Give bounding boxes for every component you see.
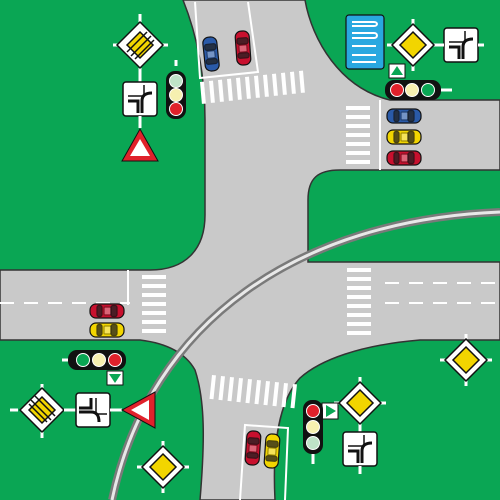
green-arrow-icon bbox=[106, 370, 124, 386]
green-arrow-icon bbox=[321, 402, 339, 420]
yield-sign-icon[interactable] bbox=[121, 116, 159, 162]
traffic-light-icon[interactable] bbox=[303, 400, 323, 464]
car-bottom-red[interactable] bbox=[244, 429, 262, 467]
car-right-blue[interactable] bbox=[386, 108, 422, 124]
end-priority-road-sign-icon[interactable] bbox=[10, 384, 66, 438]
traffic-light-icon[interactable] bbox=[165, 60, 187, 120]
lane-direction-sign-icon bbox=[345, 14, 385, 70]
crosswalk-right-bottom bbox=[347, 268, 371, 335]
crosswalk-top bbox=[200, 70, 305, 104]
traffic-light-icon[interactable] bbox=[385, 80, 452, 100]
road-layout-plate-icon bbox=[64, 391, 122, 429]
road-layout-plate-icon bbox=[121, 78, 159, 118]
road-layout-plate-icon bbox=[438, 26, 484, 64]
car-right-yellow[interactable] bbox=[386, 129, 422, 145]
road-layout-plate-icon bbox=[341, 426, 379, 474]
yield-sign-icon[interactable] bbox=[120, 391, 156, 429]
car-top-left-blue[interactable] bbox=[201, 35, 221, 73]
green-arrow-icon bbox=[388, 63, 406, 79]
traffic-light-icon[interactable] bbox=[62, 350, 126, 370]
crosswalk-bottom bbox=[209, 374, 297, 409]
car-right-red[interactable] bbox=[386, 150, 422, 166]
car-bottom-yellow[interactable] bbox=[263, 432, 281, 470]
crosswalk-left bbox=[142, 275, 166, 333]
tram-rail bbox=[108, 208, 500, 500]
crosswalk-right-top bbox=[346, 106, 370, 164]
end-priority-road-sign-icon[interactable] bbox=[113, 14, 168, 78]
car-left-red[interactable] bbox=[89, 303, 125, 319]
car-left-yellow[interactable] bbox=[89, 322, 125, 338]
car-top-left-red[interactable] bbox=[234, 29, 252, 67]
